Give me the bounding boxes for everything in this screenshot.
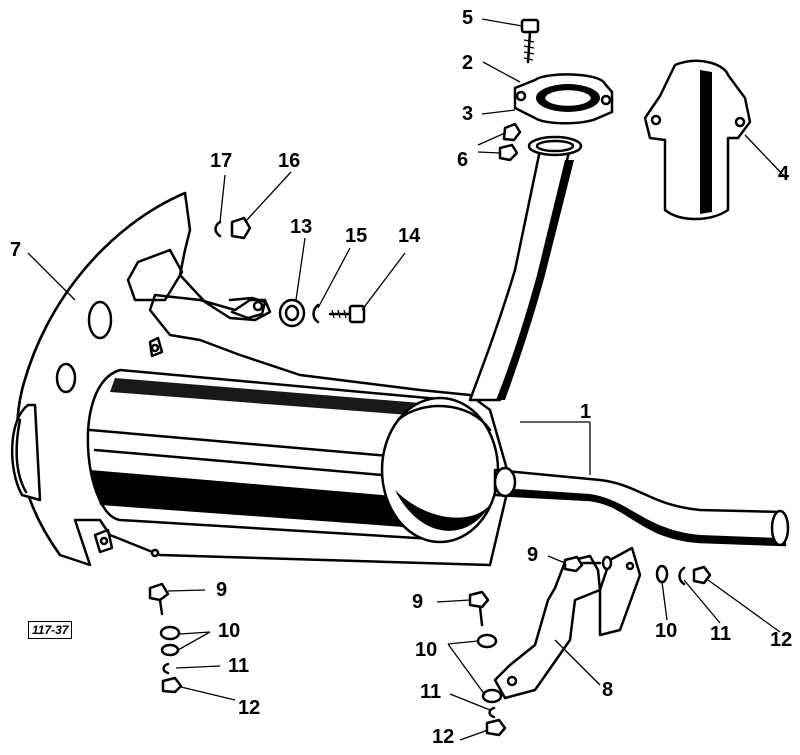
label-part-7: 7: [10, 239, 22, 261]
hardware-right: [563, 555, 712, 586]
nuts-6: [498, 122, 522, 162]
label-part-15: 15: [345, 225, 368, 247]
label-part-6: 6: [457, 149, 469, 171]
bolt-5: [520, 18, 540, 64]
label-part-16: 16: [278, 150, 301, 172]
label-part-14: 14: [398, 225, 421, 247]
hardware-lower-left: [148, 582, 183, 694]
bracket-sleeve: [643, 59, 752, 221]
support-bracket: [493, 546, 642, 700]
label-part-12-right: 12: [770, 629, 793, 651]
label-part-13: 13: [290, 216, 313, 238]
label-part-10-left: 10: [218, 620, 241, 642]
silencer-body: [86, 368, 500, 544]
label-part-8: 8: [602, 679, 614, 701]
label-part-9-left: 9: [216, 579, 228, 601]
label-part-4: 4: [778, 163, 790, 185]
tailpipe: [493, 466, 790, 547]
label-part-5: 5: [462, 7, 474, 29]
label-part-10-right: 10: [655, 620, 678, 642]
label-part-9-middle: 9: [412, 591, 424, 613]
label-part-11-left: 11: [228, 655, 250, 677]
hardware-lower-middle: [468, 590, 507, 737]
label-part-9-right: 9: [527, 544, 539, 566]
pipe-clamp: [513, 73, 614, 125]
label-part-12-left: 12: [238, 697, 261, 719]
label-part-3: 3: [462, 103, 474, 125]
reference-code: 117-37: [28, 621, 73, 639]
label-part-10-middle: 10: [415, 639, 438, 661]
leader-lines: [27, 18, 787, 741]
hardware-upper: [214, 216, 366, 328]
label-part-17: 17: [210, 150, 233, 172]
label-part-2: 2: [462, 52, 474, 74]
label-part-12-middle: 12: [432, 726, 455, 748]
label-part-11-right: 11: [710, 623, 732, 645]
label-part-1: 1: [580, 401, 592, 423]
inlet-pipe: [468, 135, 583, 402]
label-part-11-middle: 11: [420, 681, 442, 703]
